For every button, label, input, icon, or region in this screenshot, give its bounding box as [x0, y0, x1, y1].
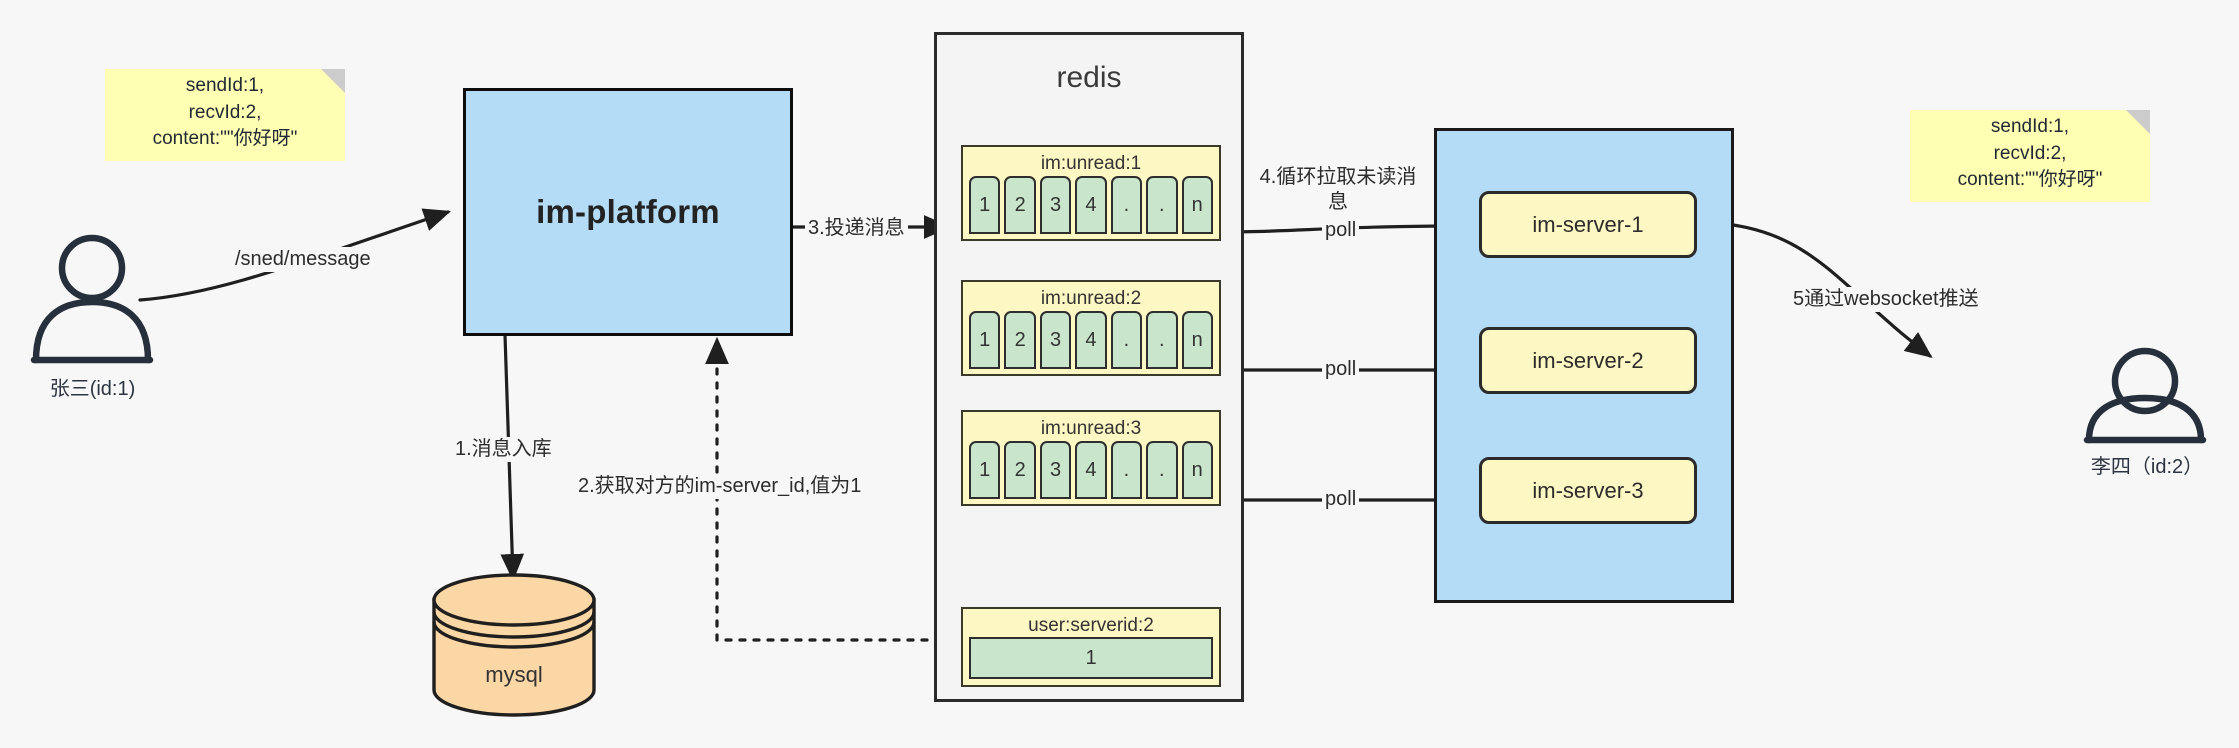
- note-right-line3: content:""你好呀": [1957, 169, 2103, 191]
- redis-cell[interactable]: 1: [969, 311, 1001, 369]
- redis-cell[interactable]: 4: [1075, 176, 1107, 234]
- edge-label-step3: 3.投递消息: [805, 216, 908, 241]
- redis-cell[interactable]: .: [1146, 441, 1178, 499]
- note-right-line2: recvId:2,: [1993, 142, 2067, 164]
- redis-container: redis im:unread:1 1 2 3 4 . . n im:unrea…: [934, 32, 1244, 702]
- edge-label-step1: 1.消息入库: [452, 437, 555, 462]
- redis-cell[interactable]: 2: [1004, 441, 1036, 499]
- redis-cell[interactable]: 1: [969, 176, 1001, 234]
- im-server-1-box[interactable]: im-server-1: [1479, 191, 1697, 258]
- redis-title: redis: [1056, 61, 1122, 94]
- redis-cell[interactable]: .: [1146, 176, 1178, 234]
- edge-label-poll-2: poll: [1322, 357, 1360, 382]
- redis-cell[interactable]: n: [1181, 441, 1213, 499]
- redis-group-1-cells: 1 2 3 4 . . n: [969, 176, 1213, 234]
- note-left-line3: content:""你好呀": [152, 128, 298, 150]
- redis-cell[interactable]: 4: [1075, 441, 1107, 499]
- edge-label-poll-1: poll: [1322, 218, 1360, 243]
- redis-group-im-unread-1[interactable]: im:unread:1 1 2 3 4 . . n: [961, 145, 1221, 241]
- redis-cell[interactable]: 4: [1075, 311, 1107, 369]
- note-fold-icon: [2126, 110, 2150, 134]
- im-servers-container: im-server-1 im-server-2 im-server-3: [1434, 128, 1734, 603]
- redis-group-3-name: im:unread:3: [1040, 418, 1142, 439]
- mysql-label: mysql: [485, 662, 543, 687]
- redis-group-2-name: im:unread:2: [1040, 288, 1142, 309]
- redis-group-im-unread-2[interactable]: im:unread:2 1 2 3 4 . . n: [961, 280, 1221, 376]
- redis-group-1-name: im:unread:1: [1040, 153, 1142, 174]
- edge-label-step5: 5通过websocket推送: [1790, 287, 1982, 312]
- note-left-line2: recvId:2,: [188, 101, 262, 123]
- redis-cell[interactable]: 3: [1039, 441, 1072, 499]
- redis-cell[interactable]: 2: [1004, 176, 1036, 234]
- note-left: sendId:1, recvId:2, content:""你好呀": [105, 69, 345, 161]
- receiver-label: 李四（id:2）: [2090, 456, 2204, 478]
- redis-cell[interactable]: .: [1110, 441, 1143, 499]
- redis-cell[interactable]: 1: [969, 441, 1001, 499]
- sender-label: 张三(id:1): [49, 378, 136, 400]
- note-fold-icon: [321, 69, 345, 93]
- redis-serverid-value[interactable]: 1: [969, 637, 1213, 679]
- edge-sender-to-platform: [138, 208, 452, 302]
- redis-group-3-cells: 1 2 3 4 . . n: [969, 441, 1213, 499]
- redis-cell[interactable]: 3: [1039, 176, 1072, 234]
- im-server-3-box[interactable]: im-server-3: [1479, 457, 1697, 524]
- note-right: sendId:1, recvId:2, content:""你好呀": [1910, 110, 2150, 202]
- redis-group-2-cells: 1 2 3 4 . . n: [969, 311, 1213, 369]
- edge-label-step4: 4.循环拉取未读消息: [1255, 165, 1421, 215]
- redis-cell[interactable]: 3: [1039, 311, 1072, 369]
- redis-cell[interactable]: 2: [1004, 311, 1036, 369]
- redis-group-user-serverid[interactable]: user:serverid:2 1: [961, 607, 1221, 687]
- redis-cell[interactable]: .: [1110, 311, 1143, 369]
- edge-label-poll-3: poll: [1322, 487, 1360, 512]
- im-platform-label: im-platform: [536, 193, 720, 230]
- im-server-2-box[interactable]: im-server-2: [1479, 327, 1697, 394]
- redis-cell[interactable]: .: [1110, 176, 1143, 234]
- edge-redis-serverid-to-platform: [705, 336, 957, 642]
- note-left-line1: sendId:1,: [185, 74, 265, 96]
- redis-cell[interactable]: n: [1181, 176, 1213, 234]
- edge-label-send-message: /sned/message: [232, 247, 374, 272]
- redis-serverid-name: user:serverid:2: [1028, 615, 1154, 636]
- redis-cell[interactable]: .: [1146, 311, 1178, 369]
- edge-label-step2: 2.获取对方的im-server_id,值为1: [575, 474, 865, 499]
- redis-group-im-unread-3[interactable]: im:unread:3 1 2 3 4 . . n: [961, 410, 1221, 506]
- redis-cell[interactable]: n: [1181, 311, 1213, 369]
- note-right-line1: sendId:1,: [1990, 115, 2070, 137]
- im-platform-box[interactable]: im-platform: [463, 88, 793, 336]
